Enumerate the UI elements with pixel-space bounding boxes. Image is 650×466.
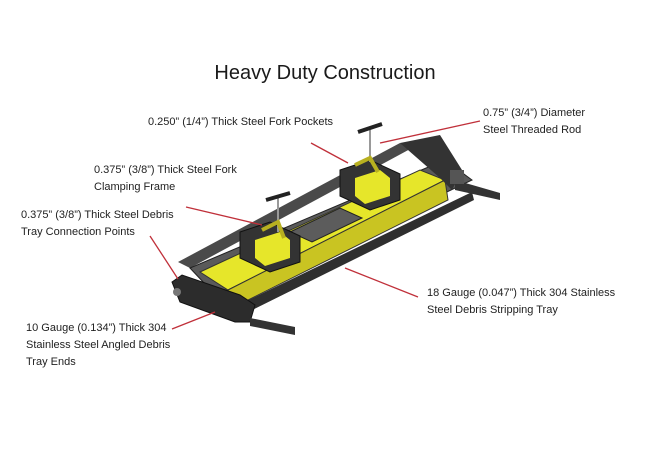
left-end-cap: [171, 274, 256, 323]
callout-line: Clamping Frame: [94, 181, 176, 193]
callout-line: Steel Debris Stripping Tray: [427, 304, 558, 316]
callout-line: 0.250” (1/4”) Thick Steel Fork Pockets: [148, 116, 334, 128]
arrow-stripping-tray: [344, 267, 419, 298]
callout-line: Steel Threaded Rod: [483, 124, 582, 136]
callout-line: 0.375” (3/8”) Thick Steel Fork: [94, 164, 237, 176]
callout-line: 0.75” (3/4”) Diameter: [483, 107, 586, 119]
front-rail: [232, 192, 474, 318]
arrow-clamping-frame: [185, 206, 263, 226]
callout-line: Tray Ends: [26, 356, 76, 368]
callout-line: 0.375” (3/8”) Thick Steel Debris: [21, 209, 174, 221]
callout-connection-points: 0.375” (3/8”) Thick Steel Debris Tray Co…: [21, 207, 174, 241]
callout-line: 18 Gauge (0.047”) Thick 304 Stainless: [427, 287, 616, 299]
callout-arrows: [149, 120, 481, 330]
arrow-threaded-rod: [379, 120, 481, 144]
right-end: [400, 135, 462, 190]
callout-tray-ends: 10 Gauge (0.134”) Thick 304 Stainless St…: [26, 320, 170, 371]
callout-fork-pockets: 0.250” (1/4”) Thick Steel Fork Pockets: [148, 114, 333, 131]
left-tube: [250, 318, 295, 335]
callout-threaded-rod: 0.75” (3/4”) Diameter Steel Threaded Rod: [483, 105, 585, 139]
callout-stripping-tray: 18 Gauge (0.047”) Thick 304 Stainless St…: [427, 285, 615, 319]
arrow-fork-pockets: [310, 142, 349, 164]
right-tube: [455, 180, 500, 200]
callout-line: 10 Gauge (0.134”) Thick 304: [26, 322, 167, 334]
fork-pocket-right: [339, 122, 401, 211]
fork-pocket-left: [239, 191, 301, 273]
center-plate: [288, 207, 364, 243]
callout-line: Tray Connection Points: [21, 226, 135, 238]
callout-clamping-frame: 0.375” (3/8”) Thick Steel Fork Clamping …: [94, 162, 237, 196]
arrow-tray-ends: [171, 311, 216, 330]
diagram-title: Heavy Duty Construction: [214, 62, 436, 84]
arrow-connection-points: [149, 235, 179, 280]
callout-line: Stainless Steel Angled Debris: [26, 339, 171, 351]
